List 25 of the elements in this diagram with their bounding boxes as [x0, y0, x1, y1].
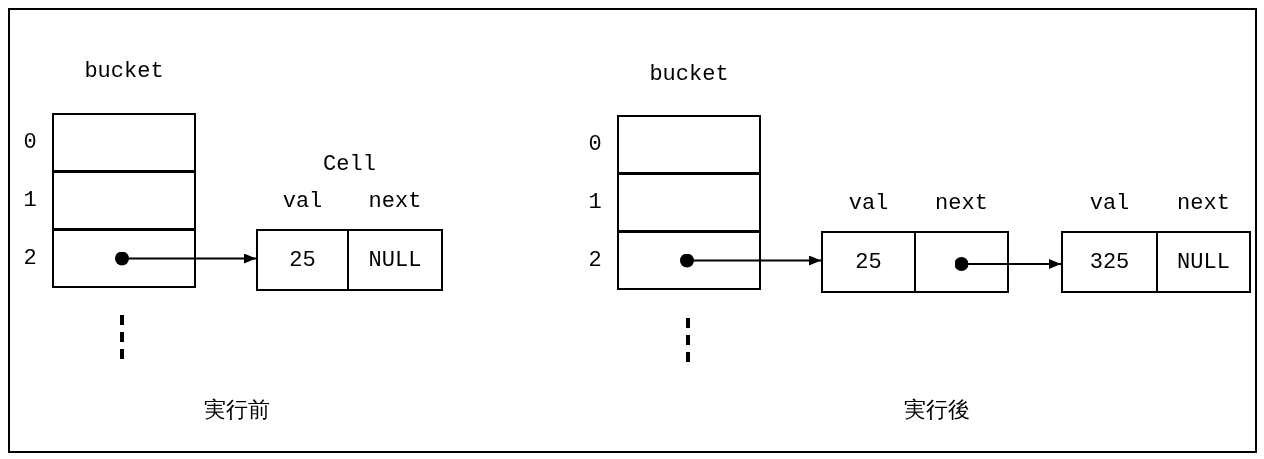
field-label: val: [847, 190, 890, 218]
index-label: 2: [587, 246, 603, 275]
index-label: 1: [22, 186, 38, 215]
field-value: 25: [256, 229, 349, 291]
field-value: NULL: [1156, 231, 1251, 293]
field-value: 25: [821, 231, 916, 293]
index-label: 2: [22, 244, 38, 273]
field-label: next: [367, 188, 423, 216]
array-label: bucket: [648, 61, 730, 89]
field-label: val: [1088, 190, 1131, 218]
struct-label: Cell: [322, 151, 377, 179]
field-value: 325: [1061, 231, 1158, 293]
index-label: 1: [587, 188, 603, 217]
array-label: bucket: [83, 58, 165, 86]
caption-text: 実行前: [203, 396, 271, 424]
field-label: val: [281, 188, 324, 216]
pointer-arrow: [680, 253, 822, 268]
pointer-arrow: [115, 251, 257, 266]
pointer-arrow: [954, 257, 1062, 271]
index-label: 0: [22, 128, 38, 157]
caption-text: 実行後: [903, 396, 971, 424]
index-label: 0: [587, 130, 603, 159]
field-label: next: [1176, 190, 1231, 218]
field-value: NULL: [347, 229, 443, 291]
field-label: next: [934, 190, 989, 218]
